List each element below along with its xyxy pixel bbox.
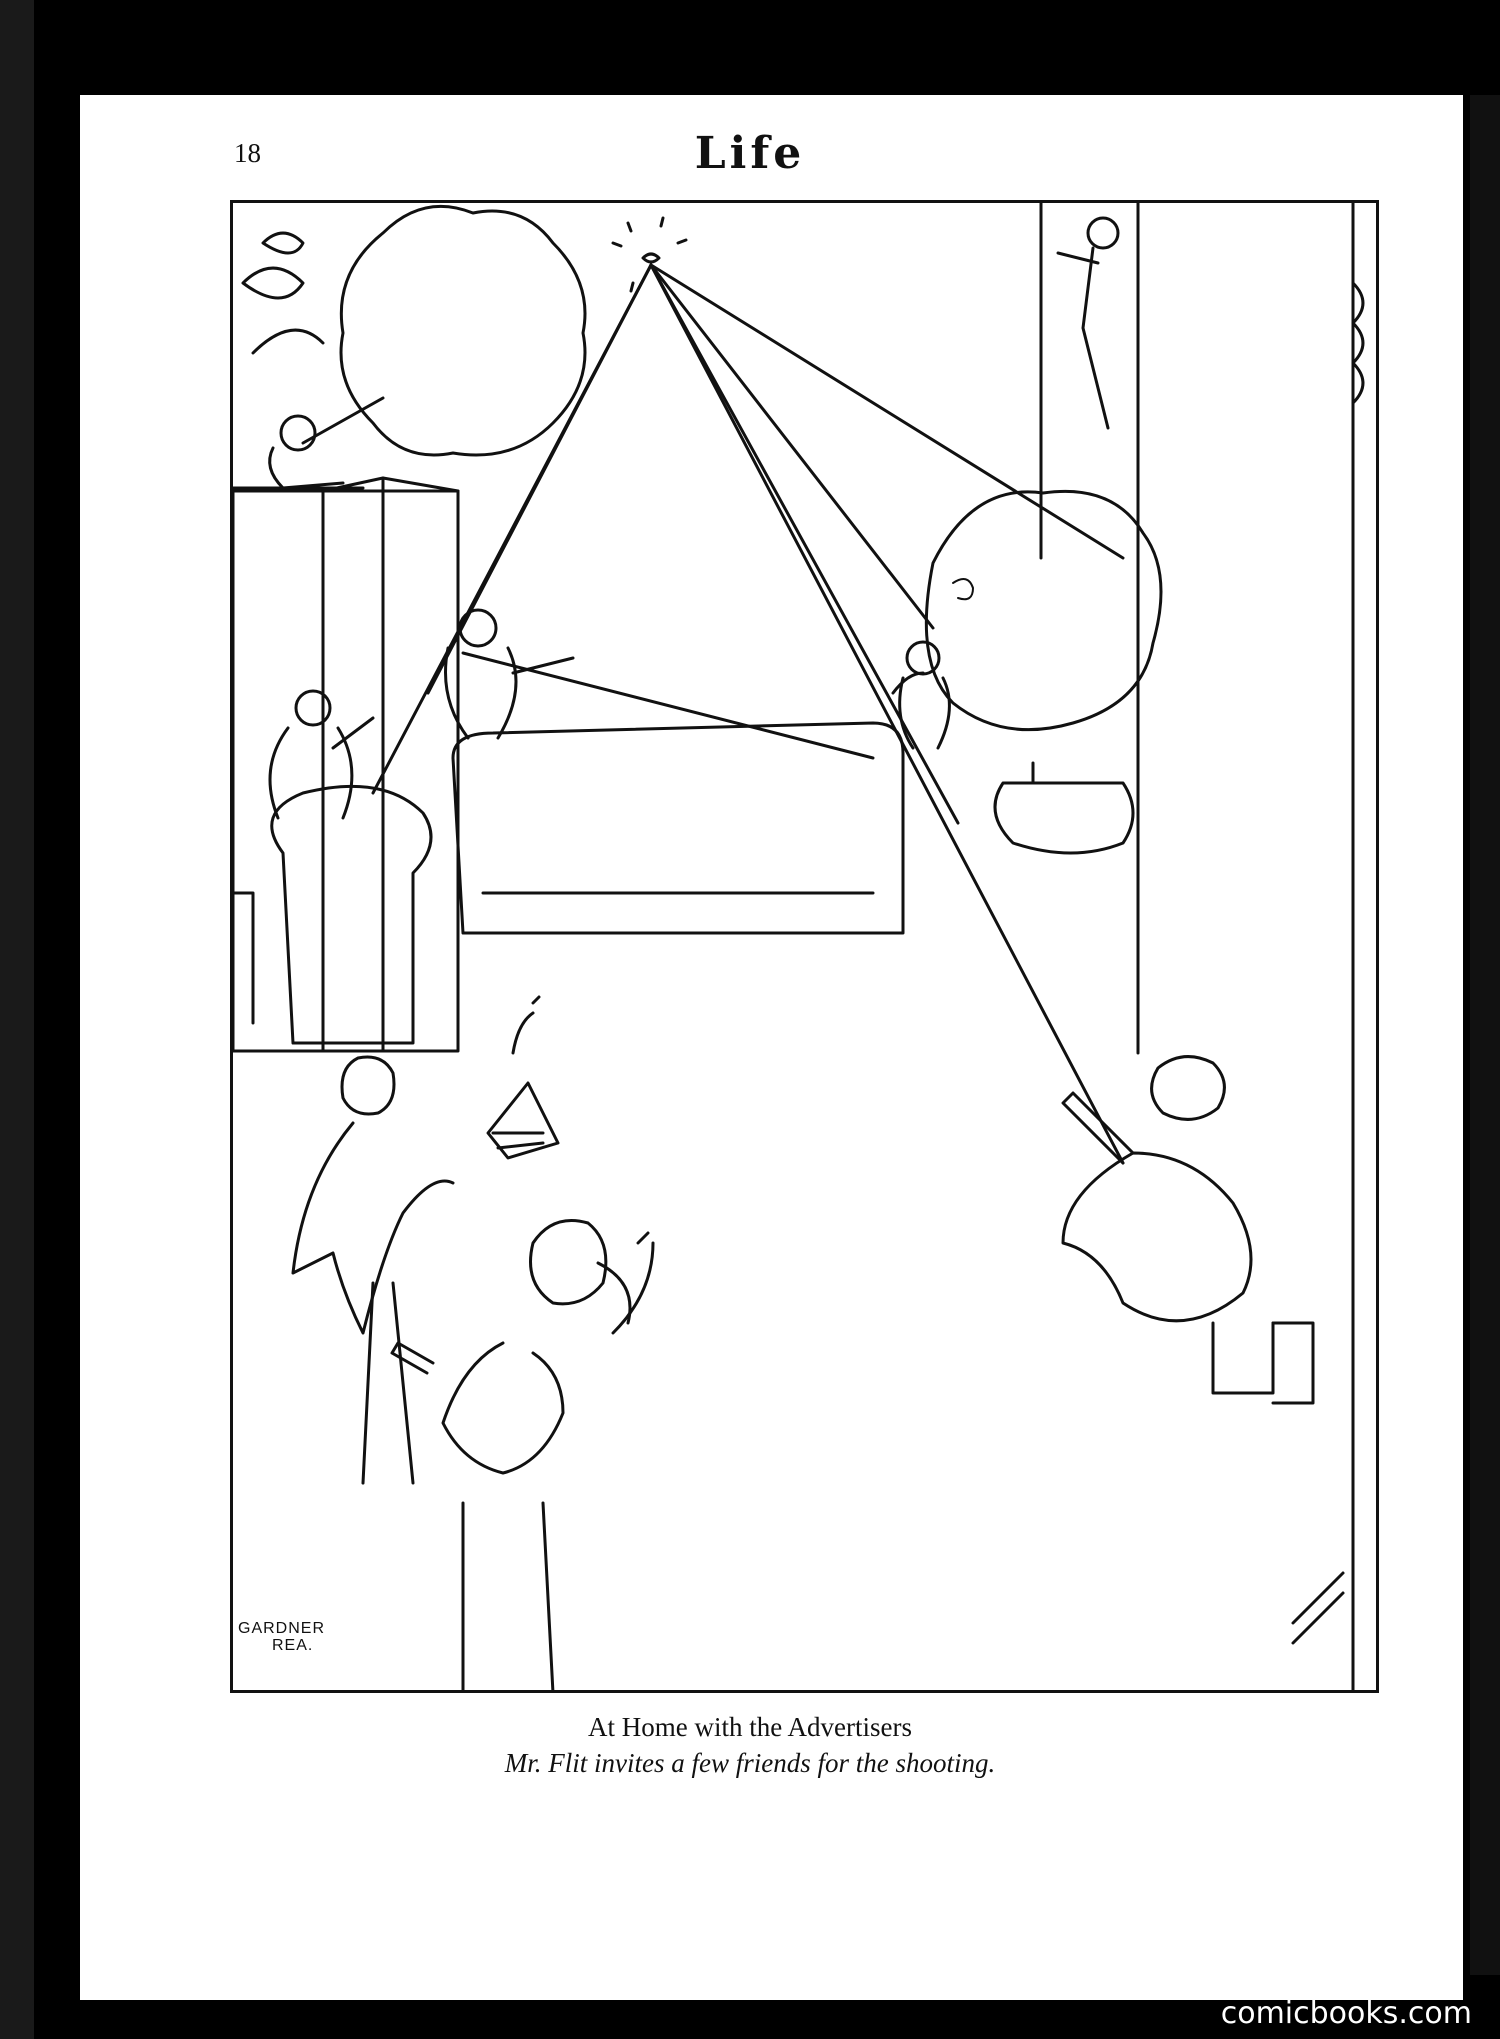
cabinet (233, 476, 460, 1053)
masthead-title: Life (694, 128, 806, 179)
page-number: 18 (234, 138, 261, 168)
cartoon-illustration (230, 200, 1379, 1693)
round-bush-right (924, 489, 1163, 855)
shooter-behind-sofa-center (444, 608, 575, 740)
left-window-frame (233, 231, 365, 965)
target-fly (611, 216, 688, 293)
signature-line-2: REA. (272, 1637, 314, 1654)
right-wall-strip (1351, 203, 1365, 1690)
hunter-on-cabinet (268, 396, 385, 490)
sprayer-man-right (1061, 1055, 1315, 1405)
caption-subtitle: Mr. Flit invites a few friends for the s… (504, 1748, 996, 1778)
site-watermark: comicbooks.com (1220, 1996, 1472, 2031)
signature-line-1: GARDNER (238, 1620, 326, 1637)
floor-lines (1291, 1571, 1345, 1645)
armchair-left (233, 784, 433, 1045)
shooter-left-chair (268, 689, 375, 820)
artist-signature: GARDNER REA. (238, 1620, 348, 1654)
caption-title: At Home with the Advertisers (588, 1712, 912, 1742)
central-tree-top (339, 204, 587, 457)
man-holding-fly (390, 1219, 655, 1690)
butler-with-cage (291, 995, 560, 1485)
right-window (1039, 203, 1140, 1055)
spray-lines (371, 263, 1125, 1165)
shooter-behind-sofa-right (891, 578, 974, 750)
sofa (451, 721, 905, 935)
